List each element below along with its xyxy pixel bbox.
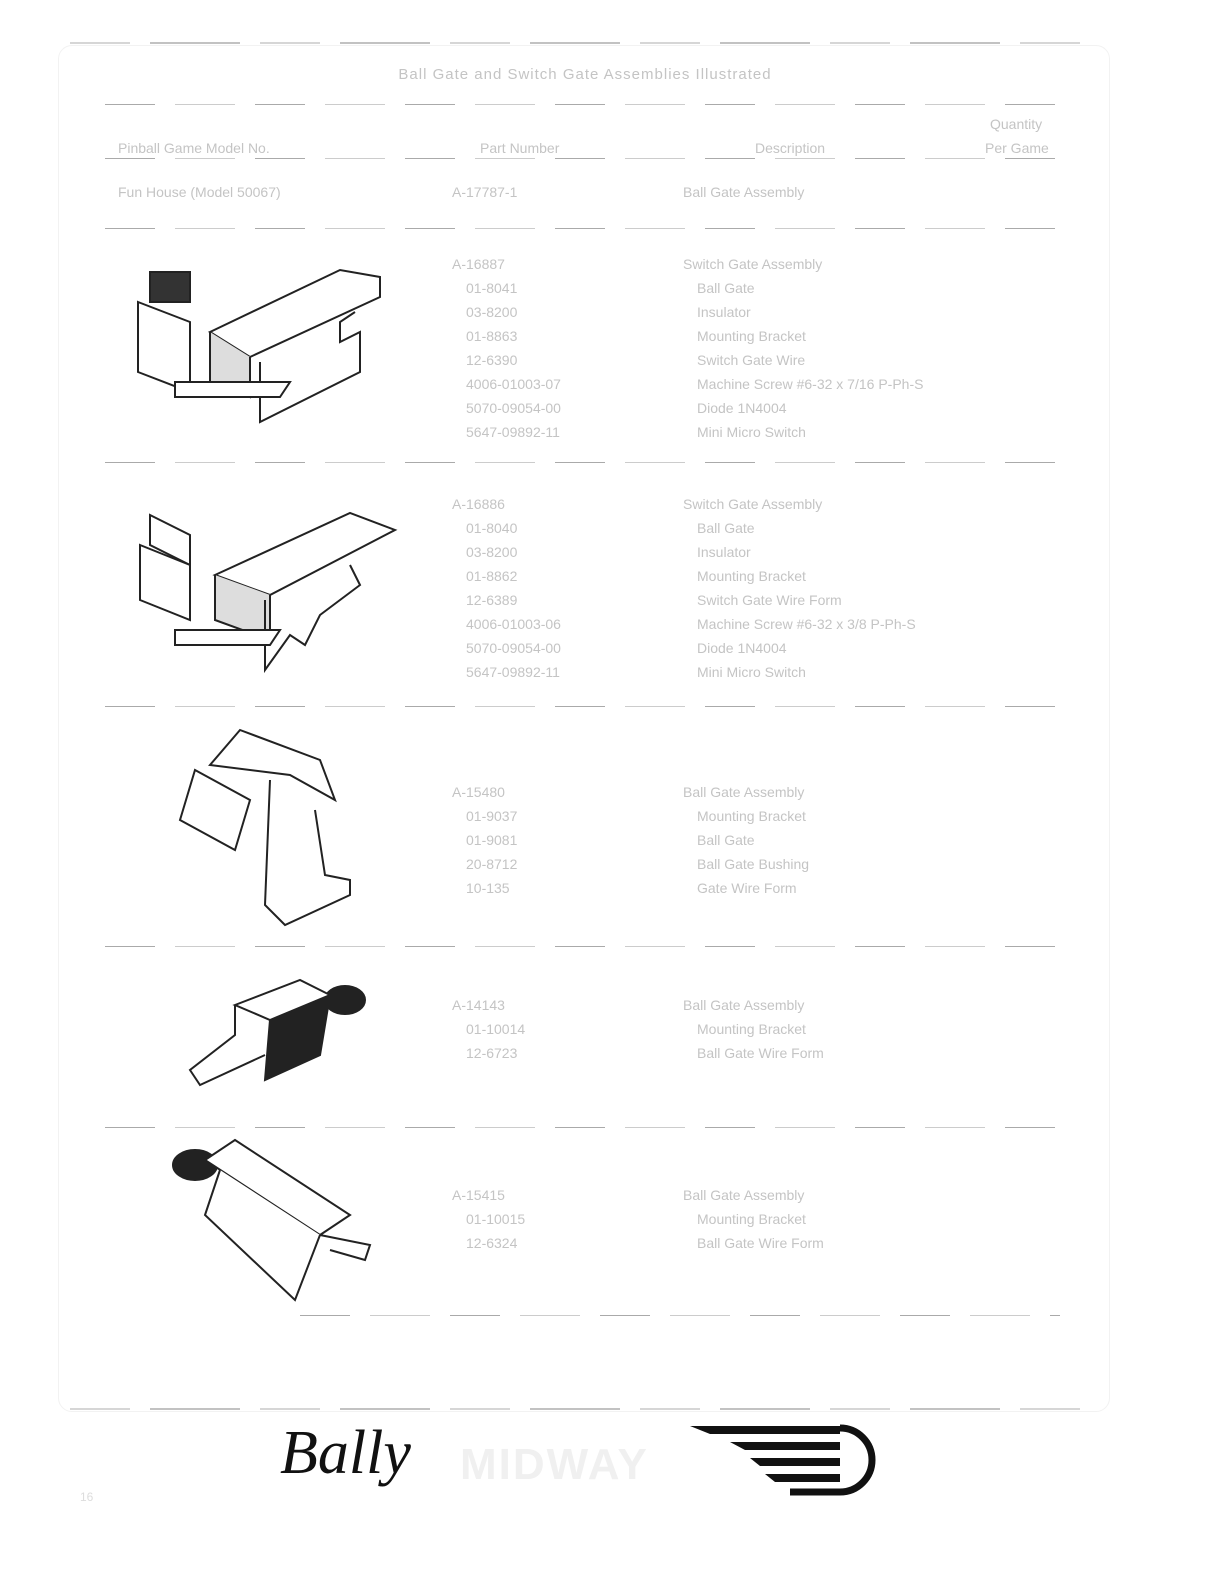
divider <box>105 228 1060 229</box>
midway-wing-logo <box>690 1424 876 1496</box>
description-cell: Mini Micro Switch <box>697 424 806 440</box>
part-number-cell: 01-8862 <box>466 568 518 584</box>
part-number-cell: 12-6390 <box>466 352 518 368</box>
part-number-cell: 01-10015 <box>466 1211 526 1227</box>
part-number-cell: 12-6389 <box>466 592 518 608</box>
description-cell: Ball Gate Assembly <box>683 997 805 1013</box>
ball-gate-assembly-drawing-4 <box>188 978 366 1087</box>
part-number-cell: 01-9037 <box>466 808 518 824</box>
part-number-cell: 01-8863 <box>466 328 518 344</box>
description-cell: Mounting Bracket <box>697 328 806 344</box>
part-number-cell: 5070-09054-00 <box>466 400 561 416</box>
page-frame <box>58 45 1110 1412</box>
part-number-cell: 01-10014 <box>466 1021 526 1037</box>
scan-edge-bottom <box>70 1408 1100 1410</box>
part-cell: A-17787-1 <box>452 184 518 200</box>
description-cell: Ball Gate <box>697 280 755 296</box>
part-number-cell: A-16886 <box>452 496 505 512</box>
divider <box>105 158 1060 159</box>
part-number-cell: 5647-09892-11 <box>466 424 560 440</box>
description-cell: Diode 1N4004 <box>697 400 787 416</box>
part-number-cell: 5647-09892-11 <box>466 664 560 680</box>
description-cell: Mounting Bracket <box>697 1211 806 1227</box>
header-qty-top: Quantity <box>990 116 1043 132</box>
part-number-cell: 5070-09054-00 <box>466 640 561 656</box>
header-model: Pinball Game Model No. <box>118 140 270 156</box>
description-cell: Ball Gate Assembly <box>683 784 805 800</box>
page-number: 16 <box>80 1490 94 1504</box>
part-number-cell: A-15415 <box>452 1187 505 1203</box>
ball-gate-assembly-drawing-5 <box>172 1138 372 1302</box>
part-number-cell: 12-6723 <box>466 1045 518 1061</box>
divider <box>105 706 1060 707</box>
divider <box>105 1127 1060 1128</box>
description-cell: Ball Gate <box>697 520 755 536</box>
part-number-cell: A-14143 <box>452 997 505 1013</box>
description-cell: Diode 1N4004 <box>697 640 787 656</box>
description-cell: Ball Gate Assembly <box>683 1187 805 1203</box>
description-cell: Switch Gate Wire <box>697 352 806 368</box>
header-desc: Description <box>755 140 826 156</box>
ball-gate-assembly-drawing-3 <box>178 728 351 927</box>
part-number-cell: A-16887 <box>452 256 505 272</box>
switch-gate-assembly-drawing-2 <box>139 511 398 674</box>
description-cell: Ball Gate Bushing <box>697 856 810 872</box>
midway-logo: MIDWAY <box>460 1440 649 1489</box>
description-cell: Mounting Bracket <box>697 568 806 584</box>
part-number-cell: A-15480 <box>452 784 505 800</box>
description-cell: Mini Micro Switch <box>697 664 806 680</box>
description-cell: Ball Gate Wire Form <box>697 1235 824 1251</box>
description-cell: Switch Gate Assembly <box>683 496 823 512</box>
description-cell: Insulator <box>697 544 751 560</box>
description-cell: Mounting Bracket <box>697 1021 806 1037</box>
description-cell: Switch Gate Assembly <box>683 256 823 272</box>
divider <box>105 104 1060 105</box>
divider <box>105 462 1060 463</box>
part-number-cell: 01-9081 <box>466 832 518 848</box>
switch-gate-assembly-drawing-1 <box>137 268 381 424</box>
part-number-cell: 03-8200 <box>466 304 518 320</box>
part-number-cell: 20-8712 <box>466 856 518 872</box>
desc-cell: Ball Gate Assembly <box>683 184 805 200</box>
description-cell: Ball Gate <box>697 832 755 848</box>
part-number-cell: 01-8041 <box>466 280 518 296</box>
divider <box>300 1315 1060 1316</box>
divider <box>105 946 1060 947</box>
description-cell: Machine Screw #6-32 x 7/16 P-Ph-S <box>697 376 924 392</box>
part-number-cell: 12-6324 <box>466 1235 518 1251</box>
description-cell: Insulator <box>697 304 751 320</box>
header-part: Part Number <box>480 140 560 156</box>
description-cell: Switch Gate Wire Form <box>697 592 842 608</box>
description-cell: Gate Wire Form <box>697 880 797 896</box>
model-cell: Fun House (Model 50067) <box>118 184 281 200</box>
scan-edge-top <box>70 42 1100 44</box>
header-qty: Per Game <box>985 140 1049 156</box>
description-cell: Mounting Bracket <box>697 808 806 824</box>
page-title: Ball Gate and Switch Gate Assemblies Ill… <box>398 66 772 83</box>
part-number-cell: 03-8200 <box>466 544 518 560</box>
part-number-cell: 01-8040 <box>466 520 518 536</box>
bally-logo: Bally <box>280 1419 411 1487</box>
description-cell: Ball Gate Wire Form <box>697 1045 824 1061</box>
part-number-cell: 4006-01003-07 <box>466 376 561 392</box>
description-cell: Machine Screw #6-32 x 3/8 P-Ph-S <box>697 616 916 632</box>
part-number-cell: 4006-01003-06 <box>466 616 561 632</box>
part-number-cell: 10-135 <box>466 880 510 896</box>
